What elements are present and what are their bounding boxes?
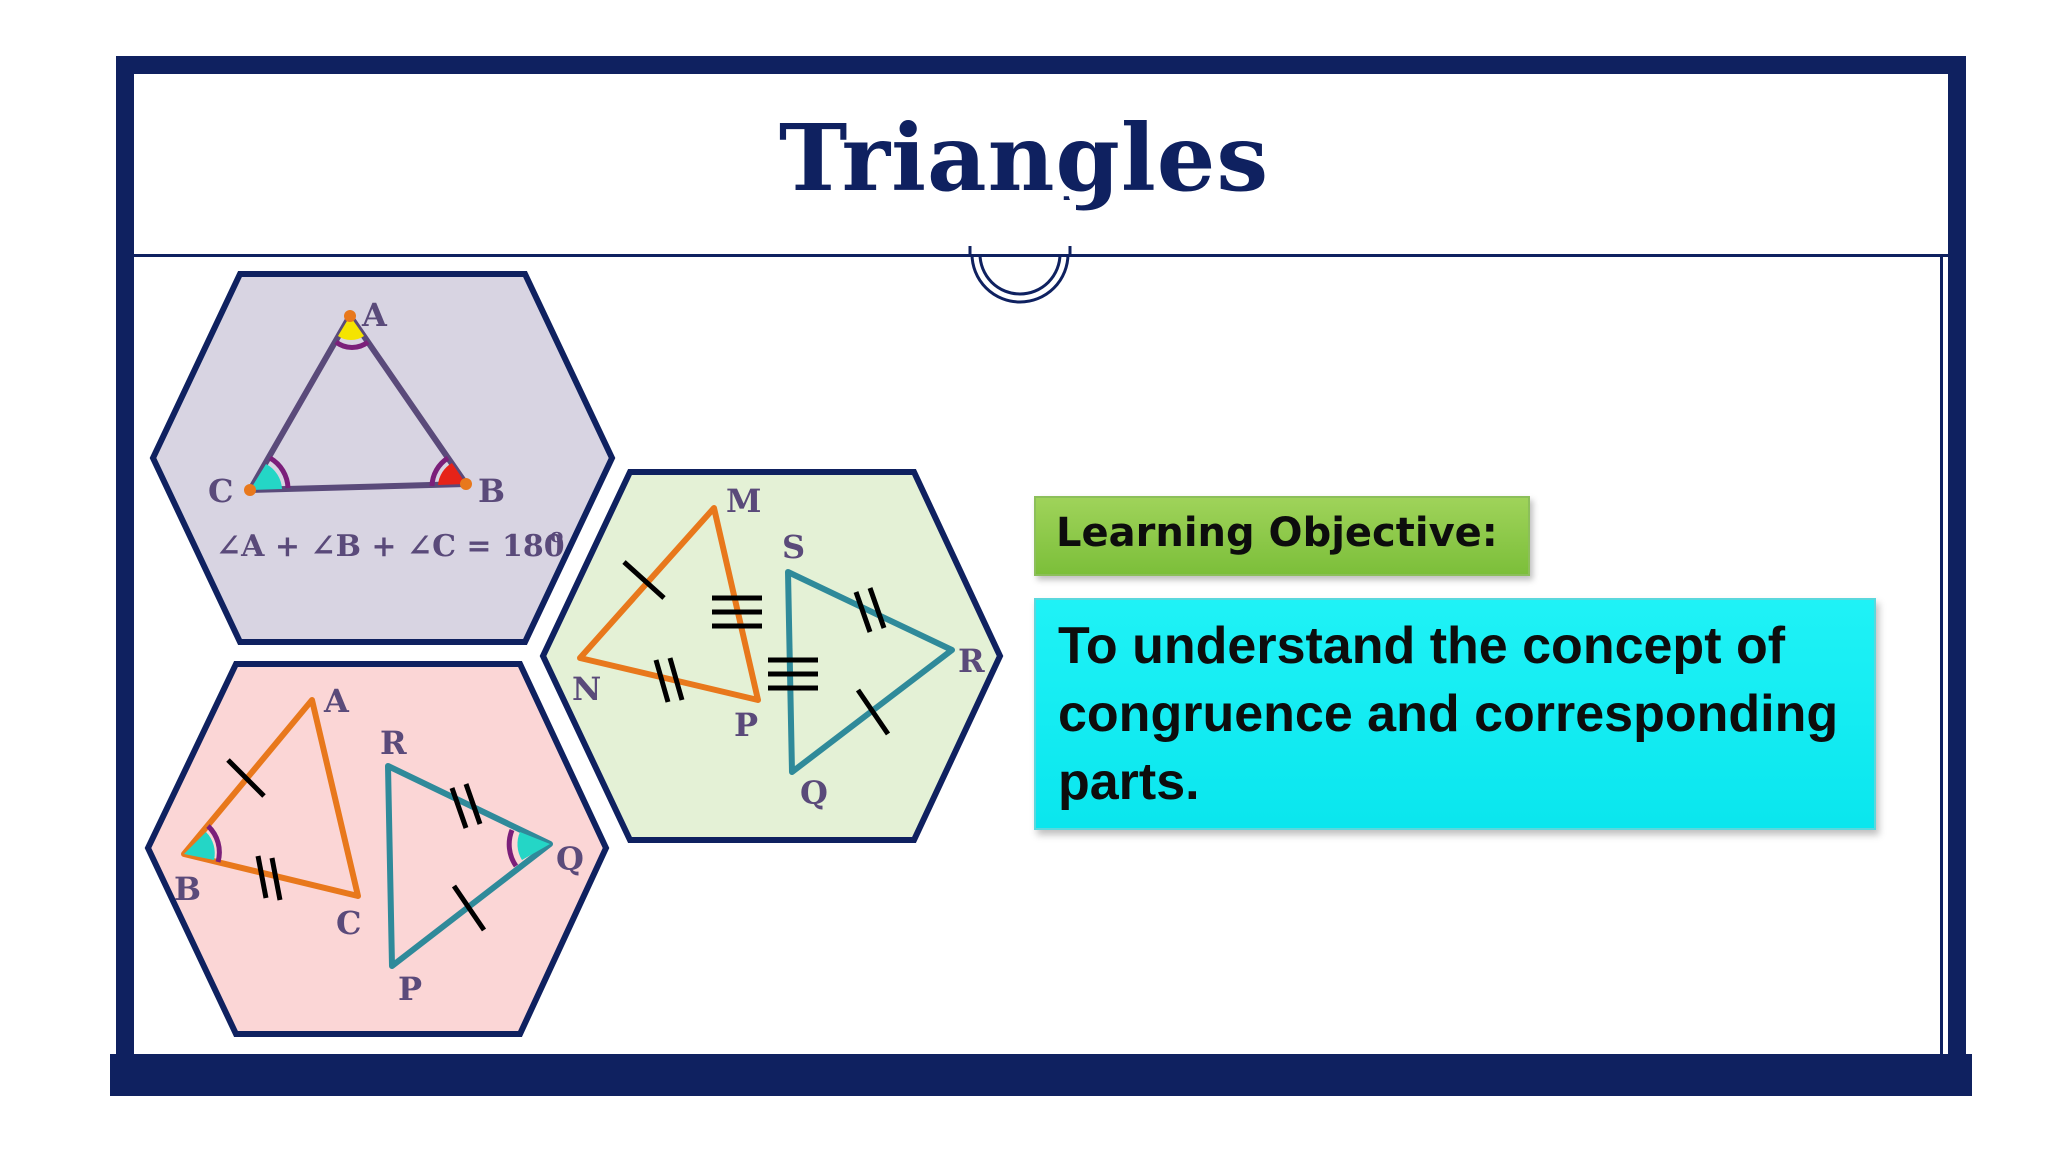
vertex-a-label: A xyxy=(361,296,388,334)
vertex-b-congruent-label: B xyxy=(174,870,201,908)
tick-mp xyxy=(712,595,762,629)
hex-angle-sum-background xyxy=(149,271,616,645)
vertex-c-dot xyxy=(244,484,256,496)
hex-angle-sum: A B C ∠A + ∠B + ∠C = 180 o xyxy=(149,271,616,645)
learning-objective-label: Learning Objective: xyxy=(1034,496,1530,576)
tick-rq xyxy=(449,783,483,829)
vertex-p-label: P xyxy=(734,706,758,744)
title-divider xyxy=(134,254,1950,257)
tick-mn xyxy=(622,560,666,600)
vertex-c-congruent-label: C xyxy=(336,904,361,942)
hex-mnp-sqr: M N P S R Q xyxy=(539,469,1004,843)
slide-title: Triangles xyxy=(778,104,1270,212)
vertex-c-label: C xyxy=(208,472,233,510)
vertex-p-congruent-label: P xyxy=(398,970,422,1008)
tick-qp xyxy=(451,884,487,932)
tick-sr xyxy=(853,587,887,633)
angle-b-marker xyxy=(438,463,466,485)
divider-ring-ornament xyxy=(964,200,1076,304)
hex-abc-rqp: A B C R Q P xyxy=(144,661,610,1037)
vertex-r-label: R xyxy=(958,642,985,680)
angle-sum-degree: o xyxy=(550,523,563,547)
angle-b-marker-congruent xyxy=(184,832,215,860)
tick-bc xyxy=(255,855,283,901)
triangle-abc-outline xyxy=(247,313,469,493)
angle-c-marker xyxy=(250,464,282,490)
angle-a-marker xyxy=(338,316,364,341)
angle-sum-formula: ∠A + ∠B + ∠C = 180 xyxy=(216,529,565,564)
angle-c-arc xyxy=(268,455,291,489)
vertex-b-label: B xyxy=(478,472,505,510)
triangle-rqp-outline xyxy=(385,763,553,969)
content-right-rule xyxy=(1940,256,1943,1056)
vertex-b-dot xyxy=(460,478,472,490)
tick-sq xyxy=(768,657,818,691)
vertex-r-congruent-label: R xyxy=(380,724,407,762)
vertex-s-label: S xyxy=(782,528,805,566)
vertex-a-congruent-label: A xyxy=(323,682,350,720)
vertex-q-congruent-label: Q xyxy=(556,840,584,878)
angle-b-arc-congruent xyxy=(206,824,222,863)
vertex-q-label: Q xyxy=(800,774,828,812)
tick-np xyxy=(653,657,685,703)
angle-q-marker xyxy=(517,832,550,860)
tick-ab xyxy=(226,758,266,798)
hex-mnp-sqr-background xyxy=(539,469,1004,843)
tick-qr xyxy=(855,688,891,736)
vertex-m-label: M xyxy=(726,482,761,520)
angle-a-arc xyxy=(334,339,370,350)
slide-frame-bottom-bar xyxy=(110,1054,1972,1096)
vertex-a-dot xyxy=(344,310,356,322)
angle-q-arc xyxy=(506,829,519,868)
vertex-n-label: N xyxy=(572,670,601,708)
learning-objective-text: To understand the concept of congruence … xyxy=(1034,598,1876,830)
angle-b-arc xyxy=(429,455,450,487)
